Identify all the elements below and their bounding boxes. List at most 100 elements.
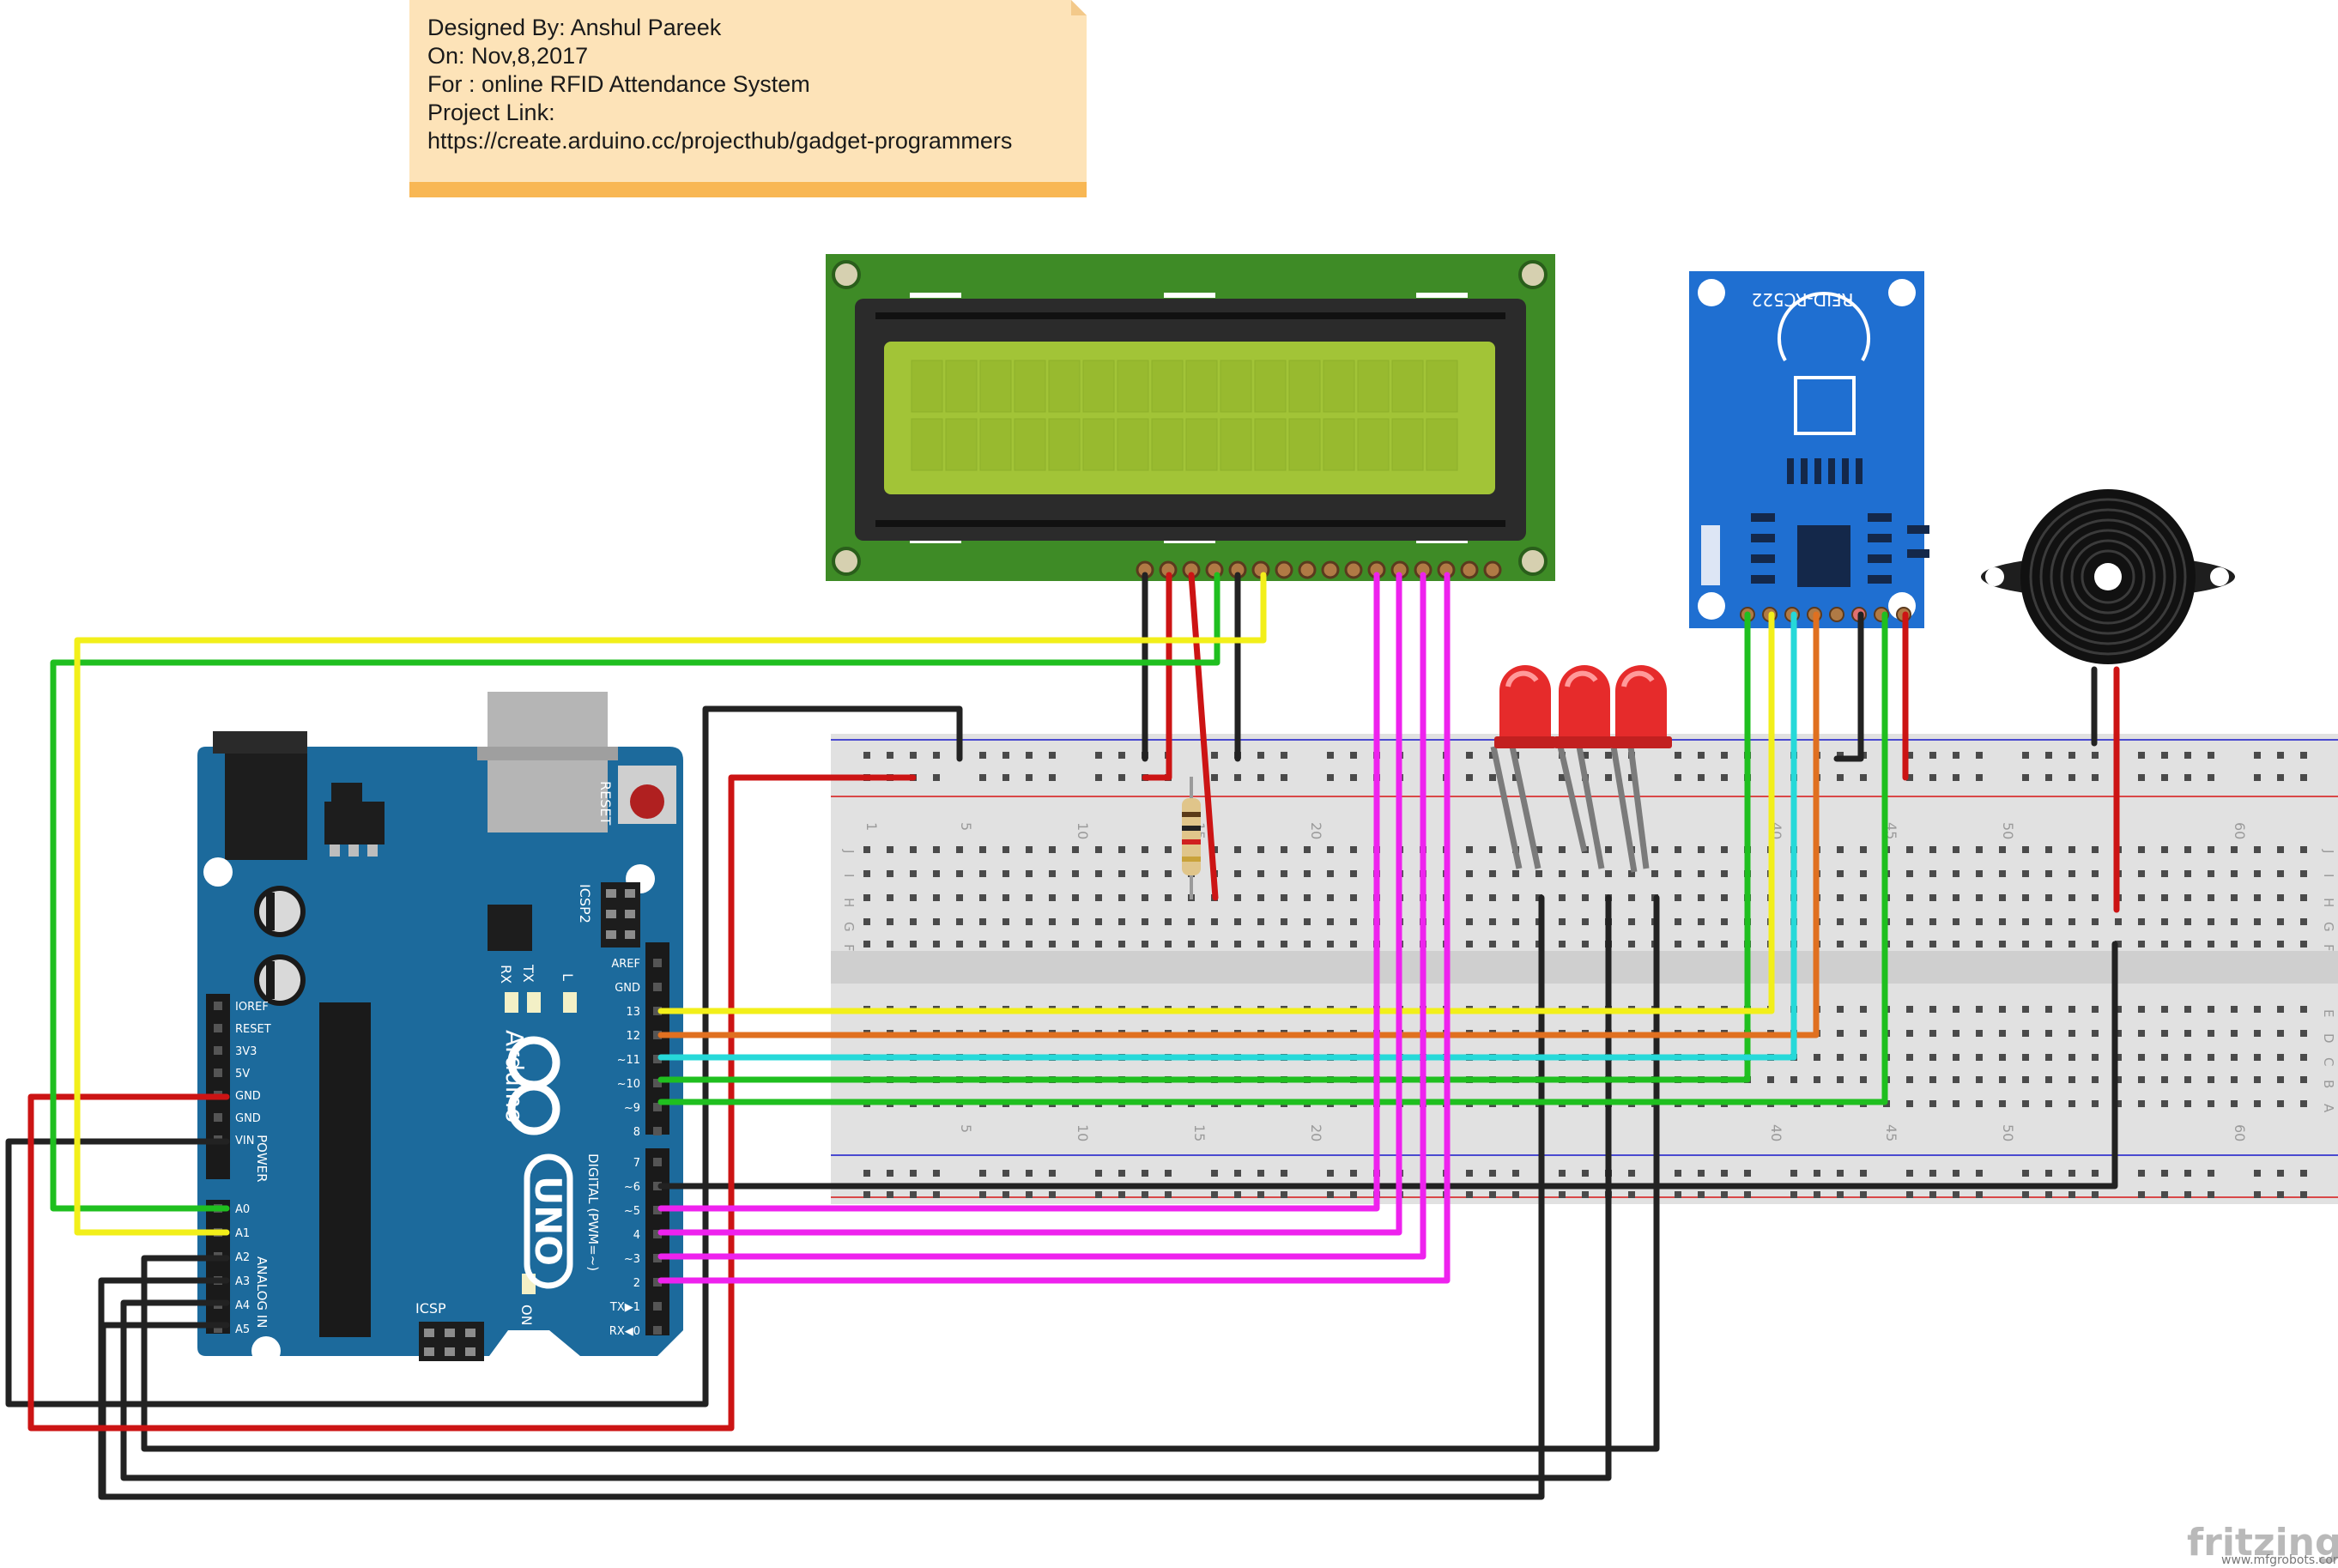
hole <box>1837 774 1844 781</box>
hole <box>1976 1170 1983 1177</box>
hole <box>863 870 870 877</box>
fritzing-watermark: fritzing www.mfgrobots.com <box>2187 1521 2338 1567</box>
hole <box>1929 941 1936 947</box>
hole <box>2208 1100 2214 1107</box>
hole <box>863 752 870 759</box>
pin-label: A0 <box>235 1203 250 1216</box>
hole <box>863 846 870 853</box>
hole <box>863 941 870 947</box>
hole <box>2277 846 2284 853</box>
hole <box>1118 870 1125 877</box>
hole <box>2161 1076 2168 1083</box>
hole <box>2184 894 2191 901</box>
hole <box>1929 1006 1936 1013</box>
hole <box>1999 918 2006 925</box>
row-letter: G <box>2321 922 2336 932</box>
hole <box>1837 1076 1844 1083</box>
hole <box>1095 894 1102 901</box>
hole <box>1327 774 1334 781</box>
hole <box>1559 918 1566 925</box>
hole <box>887 1170 893 1177</box>
hole <box>1257 1170 1264 1177</box>
hole <box>956 894 963 901</box>
hole <box>1605 774 1612 781</box>
hole <box>979 752 986 759</box>
hole <box>1304 918 1311 925</box>
resistor <box>1182 777 1201 899</box>
hole <box>933 752 940 759</box>
hole <box>2092 1100 2099 1107</box>
column-number: 50 <box>2000 822 2016 839</box>
lcd-pin <box>1460 560 1479 579</box>
hole <box>2045 1030 2052 1037</box>
hole <box>1837 1054 1844 1061</box>
hole <box>1953 918 1959 925</box>
row-letter: E <box>2321 1009 2336 1017</box>
hole <box>2277 1054 2284 1061</box>
hole <box>1350 894 1357 901</box>
hole <box>1512 941 1519 947</box>
hole <box>1929 846 1936 853</box>
hole <box>1281 1170 1287 1177</box>
hole <box>956 918 963 925</box>
hole <box>1489 846 1496 853</box>
hole <box>1489 894 1496 901</box>
hole <box>1049 918 1056 925</box>
column-number: 60 <box>2232 822 2248 839</box>
hole <box>2022 1191 2029 1198</box>
hole <box>1304 941 1311 947</box>
hole <box>979 894 986 901</box>
hole <box>2022 941 2029 947</box>
hole <box>1605 752 1612 759</box>
column-number: 10 <box>1075 822 1091 839</box>
hole <box>1976 1006 1983 1013</box>
lcd-cell <box>1288 418 1321 471</box>
rfid-module: RFID-RC522 <box>1689 271 1929 628</box>
hole <box>2208 1054 2214 1061</box>
hole <box>2092 752 2099 759</box>
hole <box>1350 1191 1357 1198</box>
hole <box>1906 1076 1913 1083</box>
hole <box>1906 1170 1913 1177</box>
hole <box>2045 941 2052 947</box>
hole <box>1095 941 1102 947</box>
hole <box>1281 774 1287 781</box>
hole <box>1675 774 1681 781</box>
hole <box>2184 1170 2191 1177</box>
hole <box>1628 774 1635 781</box>
pin-label: AREF <box>611 958 640 971</box>
header-pin <box>653 983 662 991</box>
hole <box>2300 752 2307 759</box>
hole <box>1281 870 1287 877</box>
hole <box>1814 1054 1820 1061</box>
hole <box>1605 846 1612 853</box>
hole <box>2092 918 2099 925</box>
note-line-purpose: For : online RFID Attendance System <box>427 71 810 97</box>
hole <box>1837 1191 1844 1198</box>
hole <box>910 941 917 947</box>
hole <box>1906 941 1913 947</box>
hole <box>1999 1006 2006 1013</box>
hole <box>1327 752 1334 759</box>
hole <box>1327 894 1334 901</box>
hole <box>1976 894 1983 901</box>
hole <box>2184 1054 2191 1061</box>
hole <box>1281 941 1287 947</box>
lcd-cell <box>1391 360 1424 413</box>
hole <box>1582 918 1589 925</box>
hole <box>1953 1030 1959 1037</box>
hole <box>1327 870 1334 877</box>
hole <box>1929 774 1936 781</box>
fritzing-logo: fritzing <box>2187 1521 2338 1565</box>
hole <box>2022 1054 2029 1061</box>
hole <box>1118 846 1125 853</box>
hole <box>1234 894 1241 901</box>
hole <box>1721 941 1728 947</box>
lcd-cell <box>945 418 978 471</box>
hole <box>2254 941 2261 947</box>
hole <box>1860 894 1867 901</box>
hole <box>2208 1006 2214 1013</box>
rfid-pin <box>1829 607 1844 622</box>
hole <box>2115 1100 2122 1107</box>
hole <box>1582 1170 1589 1177</box>
